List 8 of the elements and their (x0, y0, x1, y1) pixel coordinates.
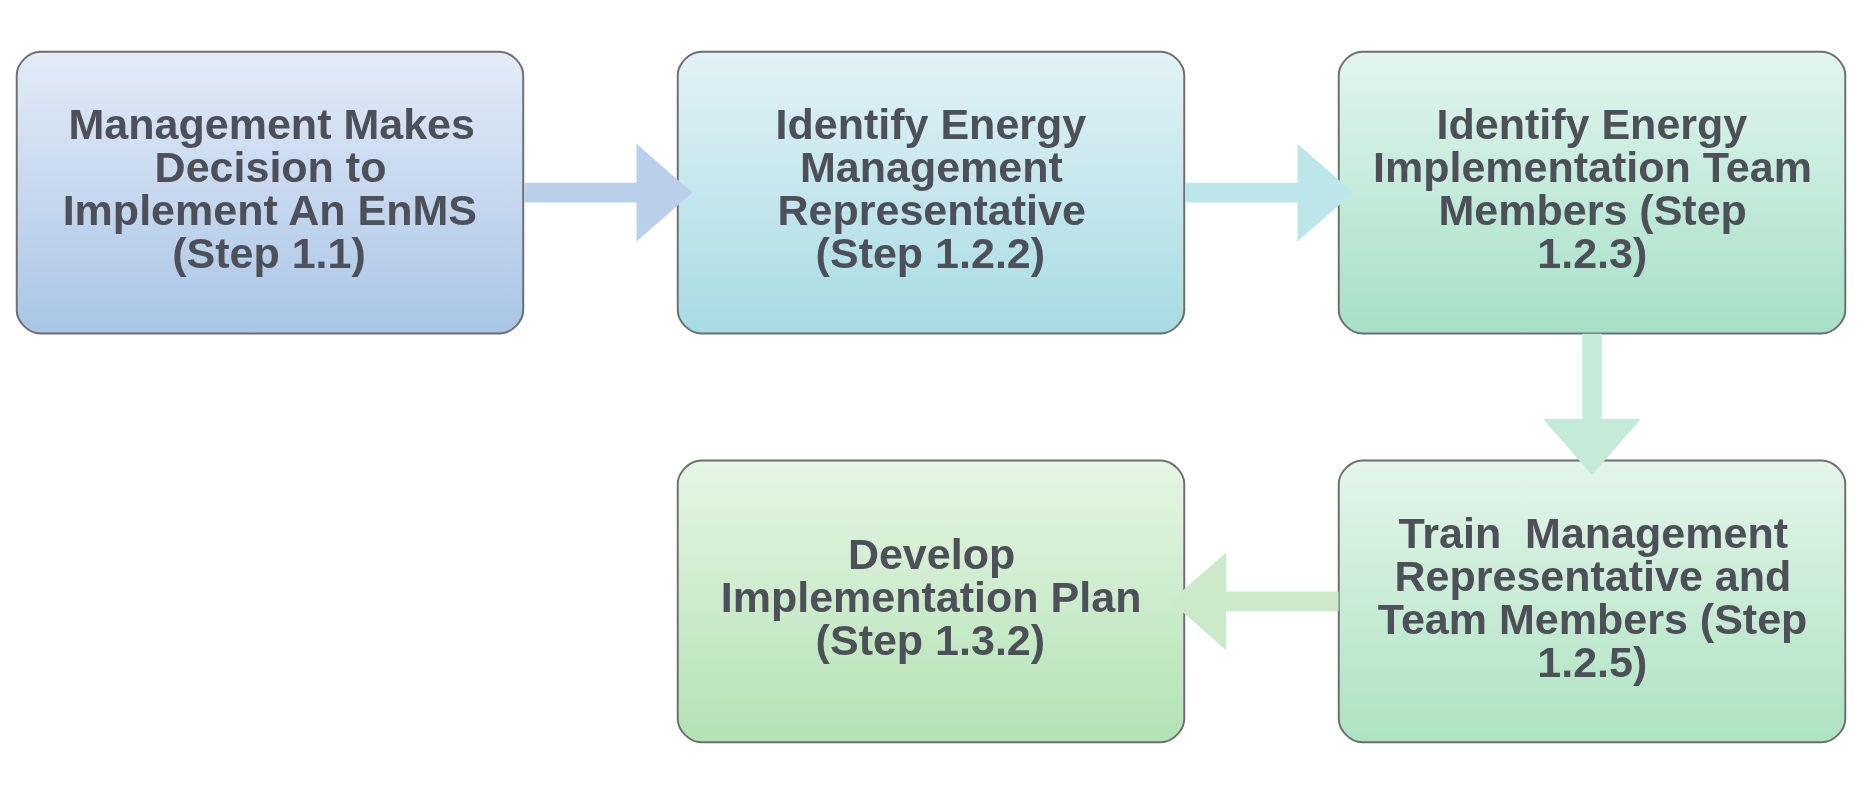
node-box: Develop Implementation Plan (Step 1.3.2) (676, 459, 1186, 743)
arrow (1185, 143, 1354, 242)
arrow (524, 143, 693, 242)
node-box: Identify Energy Implementation Team Members (Step 1.2.3) (1337, 50, 1847, 334)
node-box: Management Makes Decision to Implement An EnMS (Step 1.1) (15, 50, 525, 334)
node-box: Identify Energy Management Representative (Step 1.2.2) (676, 50, 1186, 334)
node-box: Train Management Representative and Team Members (Step 1.2.5) (1337, 459, 1847, 743)
arrow (1543, 333, 1641, 475)
